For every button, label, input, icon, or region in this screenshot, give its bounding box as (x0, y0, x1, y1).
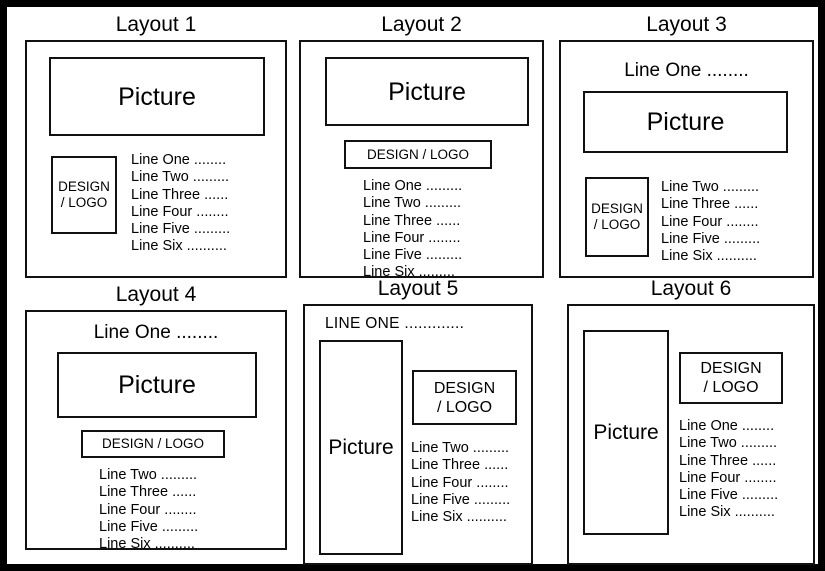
picture-label: Picture (118, 82, 196, 111)
list-item: Line Four ........ (131, 203, 229, 220)
design-logo-line-2: / LOGO (60, 195, 108, 210)
layout-card-1[interactable]: Layout 1 Picture DESIGN / LOGO Line One … (25, 13, 287, 278)
layout-card-4[interactable]: Layout 4 Line One ........ Picture DESIG… (25, 283, 287, 558)
list-item: Line Six ......... (363, 264, 455, 281)
layout-title-2: Layout 2 (381, 13, 462, 36)
design-logo-box-5[interactable]: DESIGN / LOGO (412, 370, 517, 425)
line-list-1: Line One ........ Line Two ......... Lin… (131, 152, 230, 256)
list-item: Line Three ...... (363, 212, 461, 229)
design-logo-label: DESIGN / LOGO (366, 146, 470, 162)
design-logo-line-1: DESIGN (591, 201, 643, 216)
list-item: Line Four ........ (679, 469, 777, 486)
list-item: Line Two ......... (363, 195, 462, 212)
design-logo-box-6[interactable]: DESIGN / LOGO (679, 352, 783, 404)
line-list-6: Line One ........ Line Two ......... Lin… (679, 418, 778, 522)
design-logo-line-2: / LOGO (703, 379, 759, 396)
list-item: Line Two ......... (99, 467, 198, 483)
list-item: Line Six .......... (411, 509, 507, 526)
layout-panel-4: Line One ........ Picture DESIGN / LOGO … (25, 310, 287, 553)
layout-panel-5: LINE ONE ............. Picture DESIGN / … (303, 304, 533, 565)
list-item: Line Five ......... (411, 491, 511, 508)
line-list-4: Line Two ......... Line Three ...... Lin… (99, 467, 198, 553)
picture-label: Picture (388, 77, 466, 106)
list-item: Line One ......... (363, 178, 463, 194)
layout-card-3[interactable]: Layout 3 Line One ........ Picture DESIG… (559, 13, 814, 278)
headline-5: LINE ONE ............. (325, 315, 465, 332)
list-item: Line Three ...... (131, 186, 229, 203)
layout-title-1: Layout 1 (115, 13, 197, 36)
layout-title-5: Layout 5 (377, 277, 459, 300)
picture-label: Picture (118, 371, 196, 399)
picture-box-1[interactable]: Picture (49, 57, 265, 136)
list-item: Line Six .......... (131, 238, 227, 255)
design-logo-label: DESIGN / LOGO (101, 436, 205, 451)
headline-3: Line One ........ (624, 60, 749, 81)
picture-label: Picture (328, 435, 394, 459)
headline-4: Line One ........ (93, 322, 219, 343)
design-logo-line-1: DESIGN (700, 360, 762, 377)
picture-box-2[interactable]: Picture (325, 57, 529, 126)
layout-title-4: Layout 4 (115, 283, 197, 306)
layout-title-3: Layout 3 (646, 13, 727, 36)
list-item: Line Three ...... (679, 452, 777, 469)
layout-card-5[interactable]: Layout 5 LINE ONE ............. Picture … (303, 277, 533, 565)
design-logo-box-1[interactable]: DESIGN / LOGO (51, 156, 117, 234)
design-logo-line-2: / LOGO (593, 217, 641, 232)
list-item: Line One ........ (679, 418, 775, 434)
list-item: Line Five ......... (679, 487, 779, 504)
design-logo-line-2: / LOGO (436, 398, 493, 416)
line-list-2: Line One ......... Line Two ......... Li… (363, 178, 462, 282)
list-item: Line Six .......... (679, 504, 775, 521)
picture-label: Picture (593, 420, 659, 444)
picture-box-6[interactable]: Picture (583, 330, 669, 535)
list-item: Line Two ......... (411, 440, 510, 456)
design-logo-line-1: DESIGN (58, 179, 110, 194)
list-item: Line Four ........ (99, 501, 197, 518)
picture-box-3[interactable]: Picture (583, 91, 788, 153)
list-item: Line Two ......... (661, 179, 760, 195)
list-item: Line Four ........ (363, 229, 461, 246)
list-item: Line Three ...... (411, 457, 509, 474)
list-item: Line Five ......... (131, 221, 231, 238)
list-item: Line Three ...... (99, 484, 197, 501)
list-item: Line Six .......... (661, 248, 757, 265)
picture-box-5[interactable]: Picture (319, 340, 403, 555)
list-item: Line Four ........ (411, 474, 509, 491)
list-item: Line Five ......... (99, 518, 199, 535)
design-logo-box-4[interactable]: DESIGN / LOGO (81, 430, 225, 458)
layout-panel-6: Picture DESIGN / LOGO Line One ........ … (567, 304, 815, 565)
list-item: Line Four ........ (661, 213, 759, 230)
layout-card-2[interactable]: Layout 2 Picture DESIGN / LOGO Line One … (299, 13, 544, 280)
design-logo-box-2[interactable]: DESIGN / LOGO (344, 140, 492, 169)
line-list-3: Line Two ......... Line Three ...... Lin… (661, 179, 760, 265)
picture-label: Picture (646, 108, 725, 136)
list-item: Line Five ......... (661, 230, 761, 247)
design-logo-line-1: DESIGN (433, 379, 496, 397)
list-item: Line Two ......... (131, 169, 230, 186)
layout-title-6: Layout 6 (650, 277, 732, 300)
layout-panel-2: Picture DESIGN / LOGO Line One .........… (299, 40, 544, 280)
list-item: Line Two ......... (679, 435, 778, 452)
list-item: Line Three ...... (661, 196, 759, 213)
list-item: Line Six .......... (99, 536, 195, 553)
layout-panel-1: Picture DESIGN / LOGO Line One ........ … (25, 40, 287, 278)
layout-card-6[interactable]: Layout 6 Picture DESIGN / LOGO Line One … (567, 277, 815, 565)
list-item: Line Five ......... (363, 247, 463, 264)
design-logo-box-3[interactable]: DESIGN / LOGO (585, 177, 649, 257)
list-item: Line One ........ (131, 152, 227, 168)
layout-panel-3: Line One ........ Picture DESIGN / LOGO … (559, 40, 814, 278)
picture-box-4[interactable]: Picture (57, 352, 257, 418)
line-list-5: Line Two ......... Line Three ...... Lin… (411, 440, 510, 526)
